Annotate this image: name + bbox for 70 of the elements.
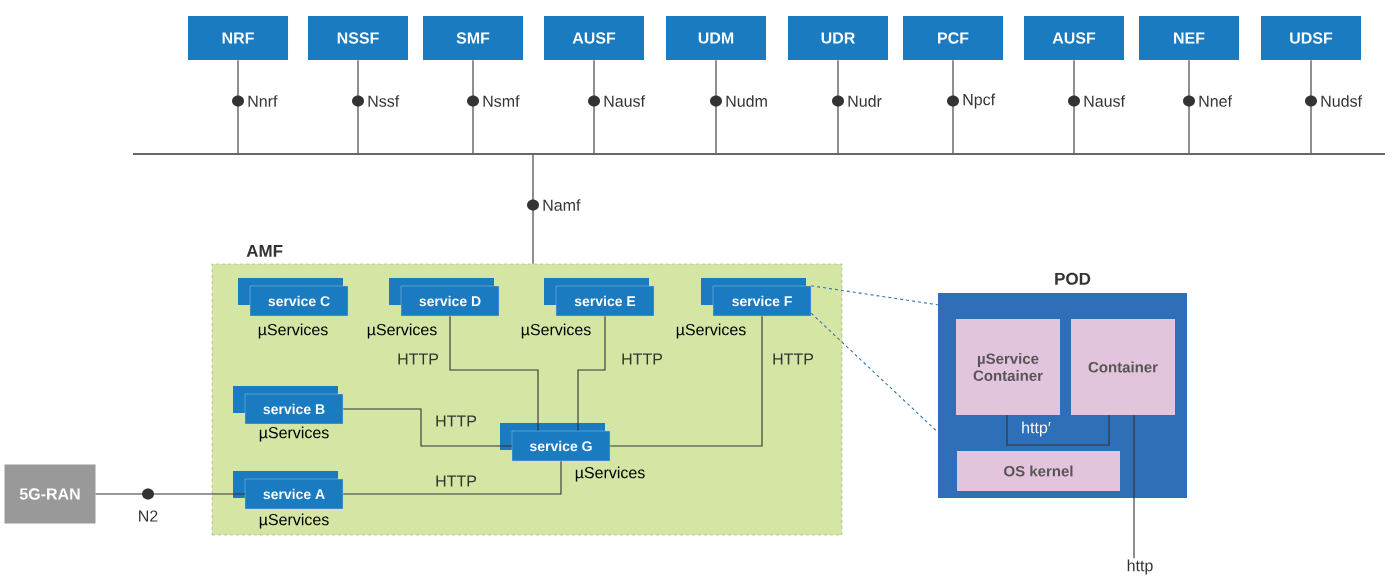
node-label: AMF: [246, 245, 283, 257]
edge-label: N2: [136, 509, 160, 523]
edge-label: HTTP: [434, 474, 478, 488]
edge-label: Namf: [541, 198, 582, 212]
ran-box: 5G-RAN: [4, 464, 96, 524]
connector: [232, 59, 244, 154]
function-box: PCF: [903, 16, 1003, 60]
edge-label: Nudsf: [1319, 94, 1363, 108]
function-box: NRF: [188, 16, 288, 60]
connector: [609, 315, 763, 447]
service-caption: µServices: [259, 513, 329, 529]
connector: [1305, 59, 1317, 154]
function-box: NEF: [1139, 16, 1239, 60]
connector: [1006, 414, 1110, 446]
container-box: µService Container: [956, 319, 1060, 415]
function-box: SMF: [423, 16, 523, 60]
service-caption: µServices: [575, 466, 645, 482]
connector: [1068, 59, 1080, 154]
bus-line: [133, 153, 1385, 155]
edge-label: HTTP: [620, 352, 664, 366]
service-caption: µServices: [367, 323, 437, 339]
service-box: service D: [389, 278, 500, 317]
kernel-box: OS kernel: [957, 451, 1120, 491]
edge-label: HTTP: [396, 352, 440, 366]
edge-label: Npcf: [961, 92, 997, 110]
function-box: UDR: [788, 16, 888, 60]
connector: [810, 312, 939, 433]
connector: [342, 460, 562, 495]
connector: [1133, 414, 1135, 559]
container-box: Container: [1071, 319, 1175, 415]
edge-label: Nnef: [1197, 94, 1233, 108]
connector: [810, 285, 939, 306]
service-box: service F: [701, 278, 812, 317]
connector: [527, 154, 539, 265]
connector: [1183, 59, 1195, 154]
service-box: service G: [500, 423, 611, 462]
connector: [449, 315, 539, 432]
edge-label: Nudm: [724, 94, 769, 108]
edge-label: HTTP: [434, 414, 478, 428]
connector: [588, 59, 600, 154]
connector: [710, 59, 722, 154]
service-box: service E: [544, 278, 655, 317]
endpoint-label: http: [1127, 559, 1153, 575]
service-box: service C: [238, 278, 349, 317]
service-caption: µServices: [521, 323, 591, 339]
edge-label: Nausf: [1082, 94, 1126, 108]
connector: [832, 59, 844, 154]
connector: [467, 59, 479, 154]
function-box: AUSF: [1024, 16, 1124, 60]
service-caption: µServices: [258, 323, 328, 339]
function-box: UDM: [666, 16, 766, 60]
connector: [95, 488, 246, 500]
connector: [342, 408, 513, 447]
edge-label: HTTP: [771, 352, 815, 366]
service-caption: µServices: [676, 323, 746, 339]
function-box: NSSF: [308, 16, 408, 60]
edge-label: Nnrf: [246, 94, 279, 108]
service-box: service A: [233, 471, 344, 510]
connector: [947, 59, 959, 154]
edge-label: Nudr: [846, 94, 883, 108]
edge-label: Nssf: [366, 94, 401, 108]
edge-label: Nausf: [602, 94, 646, 108]
service-box: service B: [233, 386, 344, 425]
service-caption: µServices: [259, 426, 329, 442]
connector: [352, 59, 364, 154]
node-label: POD: [1055, 272, 1091, 285]
edge-label: Nsmf: [481, 94, 521, 108]
function-box: UDSF: [1261, 16, 1361, 60]
function-box: AUSF: [544, 16, 644, 60]
connector: [577, 315, 606, 432]
